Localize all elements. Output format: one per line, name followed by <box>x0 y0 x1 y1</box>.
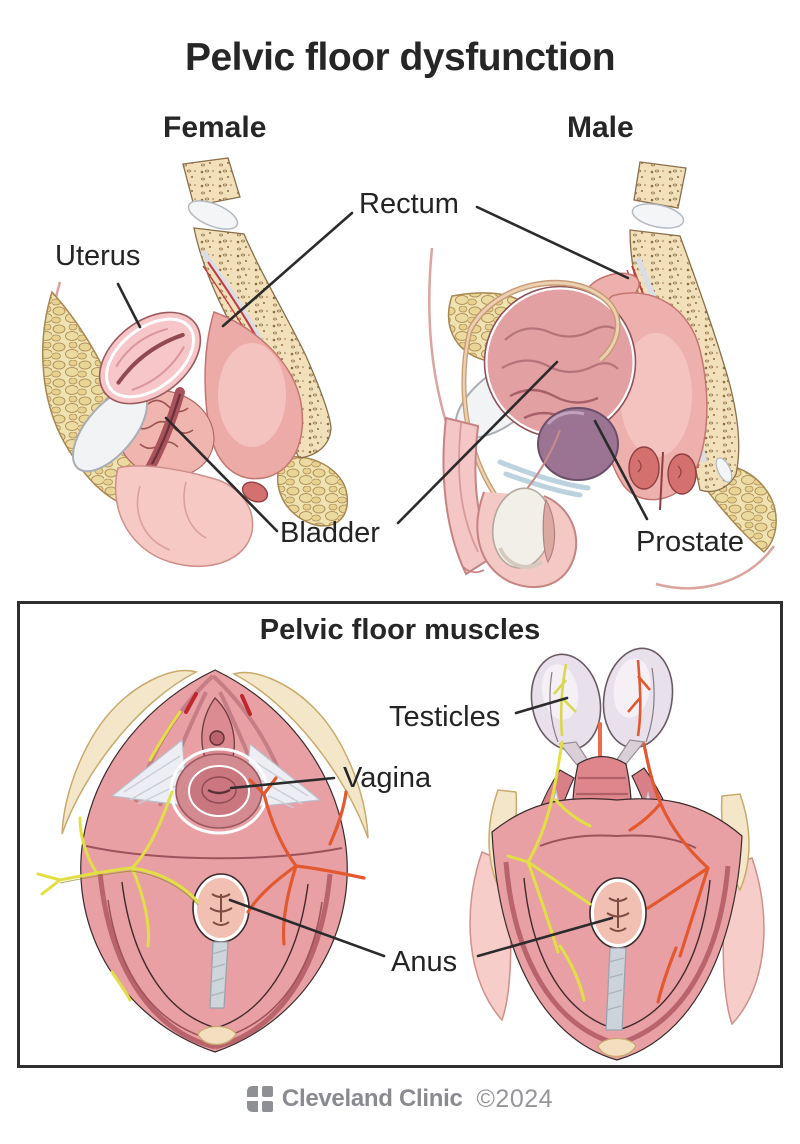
male-heading: Male <box>567 111 634 144</box>
pelvic-floor-muscles-title: Pelvic floor muscles <box>259 614 541 646</box>
pelvic-floor-muscles-box <box>17 601 783 1068</box>
female-pelvic-floor-illustration <box>36 669 369 1053</box>
anus-leader-line-male <box>476 916 614 958</box>
male-sagittal-illustration <box>428 161 777 590</box>
uterus-label: Uterus <box>55 240 141 272</box>
rectum-leader-line-female <box>221 211 354 328</box>
brand-name: Cleveland Clinic <box>281 1085 463 1112</box>
leader-lines <box>116 205 649 958</box>
bladder-label: Bladder <box>280 517 380 549</box>
footer: Cleveland Clinic ©2024 <box>0 1082 800 1116</box>
copyright-text: ©2024 <box>476 1084 554 1113</box>
rectum-label: Rectum <box>359 188 459 220</box>
female-sagittal-illustration <box>42 157 349 568</box>
prostate-label: Prostate <box>636 526 744 558</box>
vagina-leader-line <box>229 776 336 790</box>
prostate-leader-line <box>593 419 649 521</box>
testicles-label: Testicles <box>389 701 501 733</box>
vagina-label: Vagina <box>343 762 432 794</box>
cleveland-clinic-logo-icon <box>246 1086 273 1112</box>
page-title: Pelvic floor dysfunction <box>184 36 616 79</box>
rectum-leader-line-male <box>475 205 630 280</box>
testicles-leader-line <box>514 696 569 715</box>
female-heading: Female <box>163 111 267 144</box>
bladder-leader-line-male <box>396 360 559 525</box>
male-pelvic-floor-illustration <box>469 647 765 1061</box>
bladder-leader-line-female <box>164 416 279 533</box>
anus-label: Anus <box>391 946 458 978</box>
uterus-leader-line <box>116 282 142 329</box>
anus-leader-line-female <box>228 898 386 958</box>
